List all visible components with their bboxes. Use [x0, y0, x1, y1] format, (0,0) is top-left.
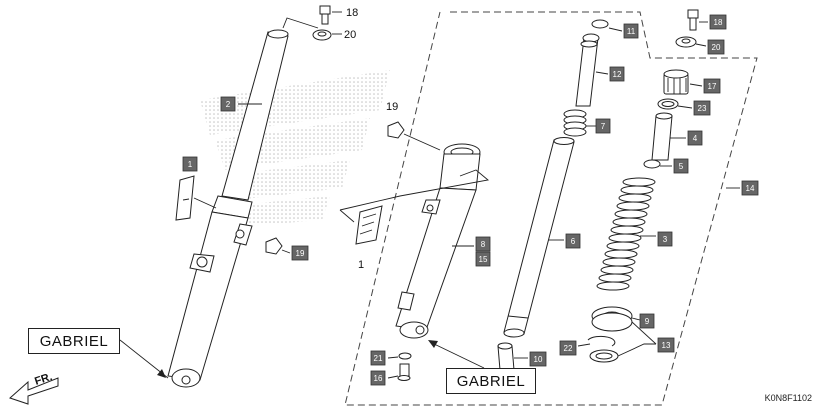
callout-16: 16	[370, 370, 386, 386]
svg-text:21: 21	[374, 354, 383, 363]
svg-text:22: 22	[564, 344, 573, 353]
callout-18-right: 18	[709, 14, 727, 30]
svg-text:1: 1	[188, 160, 193, 169]
svg-text:23: 23	[698, 104, 707, 113]
callout-22: 22	[559, 340, 577, 356]
svg-text:10: 10	[534, 355, 543, 364]
diagram-code: K0N8F1102	[764, 393, 812, 403]
callout-21: 21	[370, 350, 386, 366]
svg-text:13: 13	[662, 341, 671, 350]
callout-8: 8	[475, 236, 491, 252]
fork-spring	[596, 177, 656, 291]
callout-9: 9	[639, 313, 655, 329]
front-label: FR.	[33, 371, 54, 388]
callout-14: 14	[741, 180, 759, 196]
spring-cap-stack	[596, 9, 740, 291]
svg-text:2: 2	[226, 100, 231, 109]
kit-outline	[344, 11, 758, 406]
callout-3: 3	[657, 231, 673, 247]
svg-text:4: 4	[693, 134, 698, 143]
svg-text:15: 15	[479, 255, 488, 264]
callout-7: 7	[595, 118, 611, 134]
svg-text:16: 16	[374, 374, 383, 383]
svg-text:5: 5	[679, 162, 684, 171]
svg-text:11: 11	[627, 27, 636, 36]
svg-text:8: 8	[481, 240, 486, 249]
svg-text:3: 3	[663, 235, 668, 244]
callout-19-left: 19	[291, 245, 309, 261]
gabriel-label-right: GABRIEL	[446, 368, 536, 394]
svg-text:14: 14	[746, 184, 755, 193]
svg-text:7: 7	[601, 122, 606, 131]
callout-1-left: 1	[182, 156, 198, 172]
svg-text:6: 6	[571, 237, 576, 246]
svg-text:18: 18	[714, 18, 723, 27]
callout-11: 11	[623, 23, 639, 39]
number-18-left: 18	[346, 7, 358, 19]
front-direction-arrow: FR.	[9, 371, 59, 405]
middle-slider-assembly	[339, 121, 490, 381]
svg-text:17: 17	[708, 82, 717, 91]
left-fork-assembly	[119, 5, 342, 388]
callout-5: 5	[673, 158, 689, 174]
callout-12: 12	[609, 66, 625, 82]
callout-4: 4	[687, 130, 703, 146]
callout-15: 15	[475, 251, 491, 267]
callout-17: 17	[703, 78, 721, 94]
callout-10: 10	[529, 351, 547, 367]
gabriel-label-left: GABRIEL	[28, 328, 120, 354]
rebound-spring	[563, 109, 587, 137]
svg-text:9: 9	[645, 317, 650, 326]
callout-13: 13	[657, 337, 675, 353]
svg-text:19: 19	[296, 249, 305, 258]
damper-parts	[497, 19, 657, 371]
svg-text:20: 20	[712, 43, 721, 52]
callout-23: 23	[693, 100, 711, 116]
callout-20-right: 20	[707, 39, 725, 55]
number-1-middle: 1	[358, 259, 364, 271]
callout-2: 2	[220, 96, 236, 112]
number-19-top: 19	[386, 101, 398, 113]
number-20-left: 20	[344, 29, 356, 41]
callout-6: 6	[565, 233, 581, 249]
svg-text:12: 12	[613, 70, 622, 79]
bolt-18-left	[319, 5, 331, 25]
